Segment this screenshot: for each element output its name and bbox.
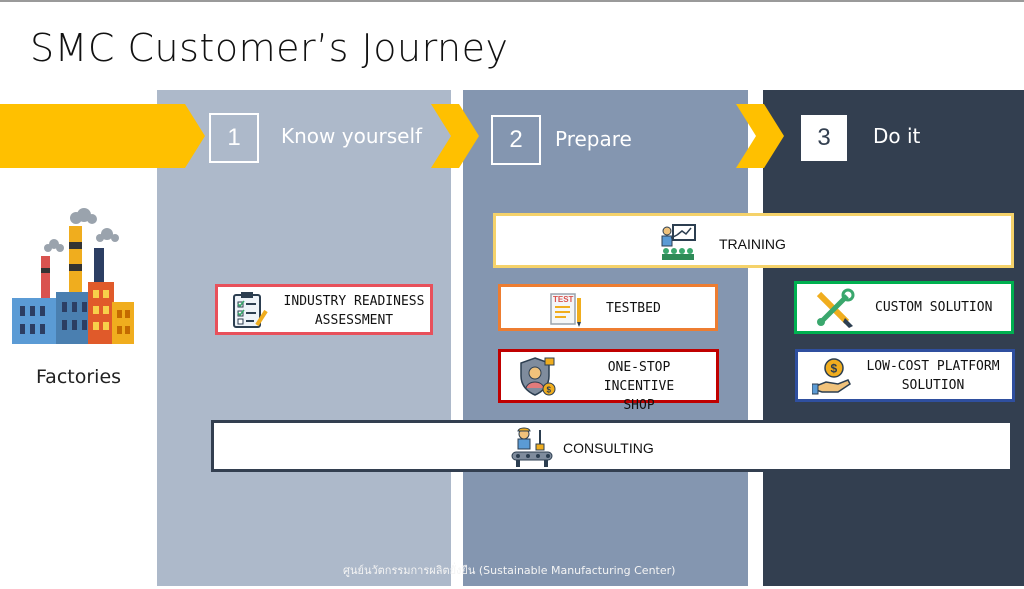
test-document-icon: TEST (550, 293, 581, 327)
footer-credit: ศูนย์นวัตกรรมการผลิตยั่งยืน (Sustainable… (343, 564, 676, 577)
tools-icon (816, 288, 855, 328)
testbed-label: TESTBED (606, 301, 661, 316)
step-1-number: 1 (209, 113, 259, 163)
worker-conveyor-icon (511, 427, 553, 467)
low-cost-platform-label: LOW-COST PLATFORM SOLUTION (862, 358, 1004, 396)
person-shield-coin-icon: $ (520, 357, 556, 396)
stage-column-know-yourself (157, 90, 451, 586)
low-cost-platform-line2: SOLUTION (901, 377, 965, 393)
step-3-number: 3 (799, 113, 849, 163)
industry-readiness-box[interactable]: INDUSTRY READINESS ASSESSMENT (215, 284, 433, 335)
incentive-shop-line2: SHOP (623, 397, 655, 413)
industry-readiness-line2: ASSESSMENT (314, 312, 394, 328)
svg-text:$: $ (547, 386, 552, 395)
trainer-presentation-icon (661, 224, 696, 260)
step-1-label: Know yourself (281, 124, 423, 148)
factories-label: Factories (36, 366, 122, 388)
svg-text:$: $ (831, 362, 838, 376)
consulting-label: CONSULTING (563, 440, 654, 456)
stage-column-prepare (463, 90, 748, 586)
step-2-label: Prepare (555, 127, 632, 151)
testbed-box[interactable]: TEST TESTBED (498, 284, 718, 331)
checklist-clipboard-icon (233, 292, 268, 328)
low-cost-platform-box[interactable]: $ LOW-COST PLATFORM SOLUTION (795, 349, 1015, 402)
training-label: TRAINING (719, 236, 786, 252)
factory-icon (12, 208, 134, 344)
page-title: SMC Customer’s Journey (30, 26, 509, 70)
consulting-box[interactable]: CONSULTING (211, 420, 1013, 472)
custom-solution-label: CUSTOM SOLUTION (875, 300, 993, 315)
step-2-number: 2 (491, 115, 541, 165)
industry-readiness-line1: INDUSTRY READINESS (283, 294, 425, 309)
incentive-shop-label: ONE-STOP INCENTIVE SHOP (569, 359, 709, 416)
top-divider (0, 0, 1024, 2)
incentive-shop-line1: ONE-STOP INCENTIVE (603, 360, 675, 394)
journey-arrow-start (0, 104, 205, 168)
incentive-shop-box[interactable]: $ ONE-STOP INCENTIVE SHOP (498, 349, 719, 413)
journey-arrow-chevron-2 (736, 104, 784, 168)
journey-arrow-chevron-1 (431, 104, 479, 168)
stage-column-do-it (763, 90, 1024, 586)
training-box[interactable]: TRAINING (493, 213, 1014, 268)
step-3-label: Do it (873, 124, 921, 148)
svg-text:TEST: TEST (553, 295, 574, 304)
hand-coin-icon: $ (812, 358, 851, 395)
industry-readiness-label: INDUSTRY READINESS ASSESSMENT (280, 293, 428, 331)
custom-solution-box[interactable]: CUSTOM SOLUTION (794, 281, 1014, 334)
low-cost-platform-line1: LOW-COST PLATFORM (866, 359, 1000, 374)
